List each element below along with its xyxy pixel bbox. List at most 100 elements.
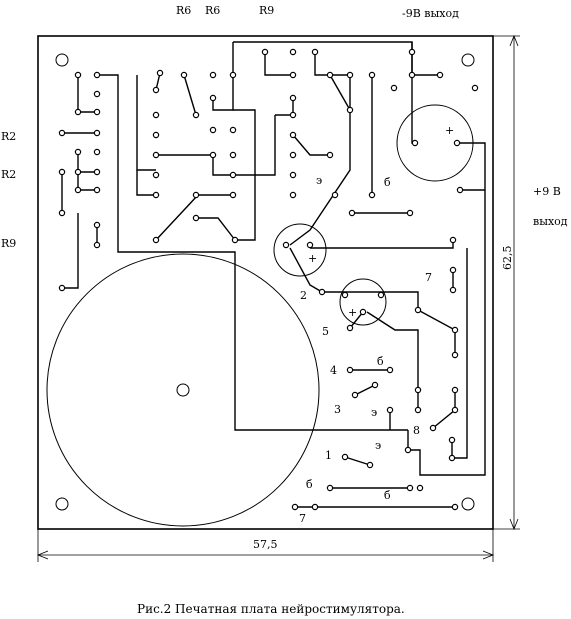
solder-pad [341,291,349,299]
label-minus-9v-output: -9В выход [402,7,459,20]
solder-pad [58,209,66,217]
trace-mid-left [212,98,233,111]
trace-diag-2 [196,217,236,241]
trace-cap-mid-down [289,247,419,310]
trace-top-bus [233,41,413,75]
solder-pad [93,186,101,194]
solder-pad [408,71,416,79]
trace-top-r6 [264,52,293,76]
trace-top-r9-diag [329,74,351,111]
trace-block-d [232,42,256,175]
solder-pad [93,221,101,229]
trace-r9-top [289,52,351,246]
solder-pad [451,326,459,334]
solder-pad [311,48,319,56]
solder-pad [261,48,269,56]
trace-diag-3 [292,134,330,156]
pin-label-5: 5 [322,325,329,338]
solder-pad [471,84,479,92]
solder-pad [448,454,456,462]
solder-pad [289,131,297,139]
solder-pad [74,168,82,176]
solder-pad [346,106,354,114]
solder-pad [192,191,200,199]
board-outline [37,35,494,530]
pin-label-4: 4 [330,364,337,377]
solder-pad [449,266,457,274]
solder-pad [93,129,101,137]
capacitor-outline-middle [273,223,327,277]
trace-mid-right [275,98,294,116]
pin-label-plus-cap-low: + [348,306,357,319]
dim-width-arrow-left [36,550,49,560]
mounting-hole-top-right [461,53,475,67]
solder-pad [390,84,398,92]
solder-pad [289,48,297,56]
solder-pad [93,71,101,79]
pin-label-7: 7 [425,271,432,284]
solder-pad [436,71,444,79]
dim-width-arrow-right [482,550,495,560]
solder-pad [152,151,160,159]
label-dim-height: 62,5 [501,246,514,271]
trace-left-col-7 [62,213,79,289]
pin-label-e2: э [371,406,377,419]
trace-minus9v [411,42,440,76]
trace-top-r6-diag2 [183,74,197,116]
pin-label-b3: б [306,478,313,491]
solder-pad [311,503,319,511]
solder-pad [348,209,356,217]
solder-pad [209,126,217,134]
solder-pad [386,406,394,414]
trace-cap-top-left [411,75,415,144]
solder-pad [93,148,101,156]
solder-pad [341,453,349,461]
mounting-hole-bottom-right [461,497,475,511]
solder-pad [346,71,354,79]
label-output: выход [533,215,568,228]
solder-pad [451,351,459,359]
pin-label-1: 1 [325,449,332,462]
solder-pad [368,71,376,79]
trace-block-b [136,170,156,196]
solder-pad [448,436,456,444]
solder-pad [326,151,334,159]
pin-label-b1: б [384,176,391,189]
solder-pad [289,111,297,119]
solder-pads [58,48,479,511]
solder-pad [449,236,457,244]
solder-pad [58,129,66,137]
solder-pad [192,214,200,222]
solder-pad [289,94,297,102]
pin-label-3: 3 [334,403,341,416]
solder-pad [331,191,339,199]
pin-label-b4: б [384,489,391,502]
mounting-hole-bottom-left [55,497,69,511]
solder-pad [406,484,414,492]
solder-pad [152,171,160,179]
solder-pad [152,111,160,119]
label-r9-left: R9 [1,237,16,250]
solder-pad [93,241,101,249]
label-r2-b: R2 [1,168,16,181]
solder-pad [152,236,160,244]
trace-block-c [156,154,256,241]
solder-pad [408,48,416,56]
solder-pad [192,111,200,119]
trace-right-vert [451,248,468,459]
figure-caption: Рис.2 Печатная плата нейростимулятора. [137,602,405,616]
pin-label-plus-cap-top: + [445,124,454,137]
solder-pad [229,191,237,199]
capacitor-outline-lower [339,278,387,326]
solder-pad [368,191,376,199]
solder-pad [152,86,160,94]
solder-pad [229,171,237,179]
large-component-outline [46,253,320,527]
label-dim-width: 57,5 [253,538,278,551]
solder-pad [451,503,459,511]
solder-pad [414,386,422,394]
solder-pad [291,503,299,511]
solder-pad [386,366,394,374]
solder-pad [74,71,82,79]
